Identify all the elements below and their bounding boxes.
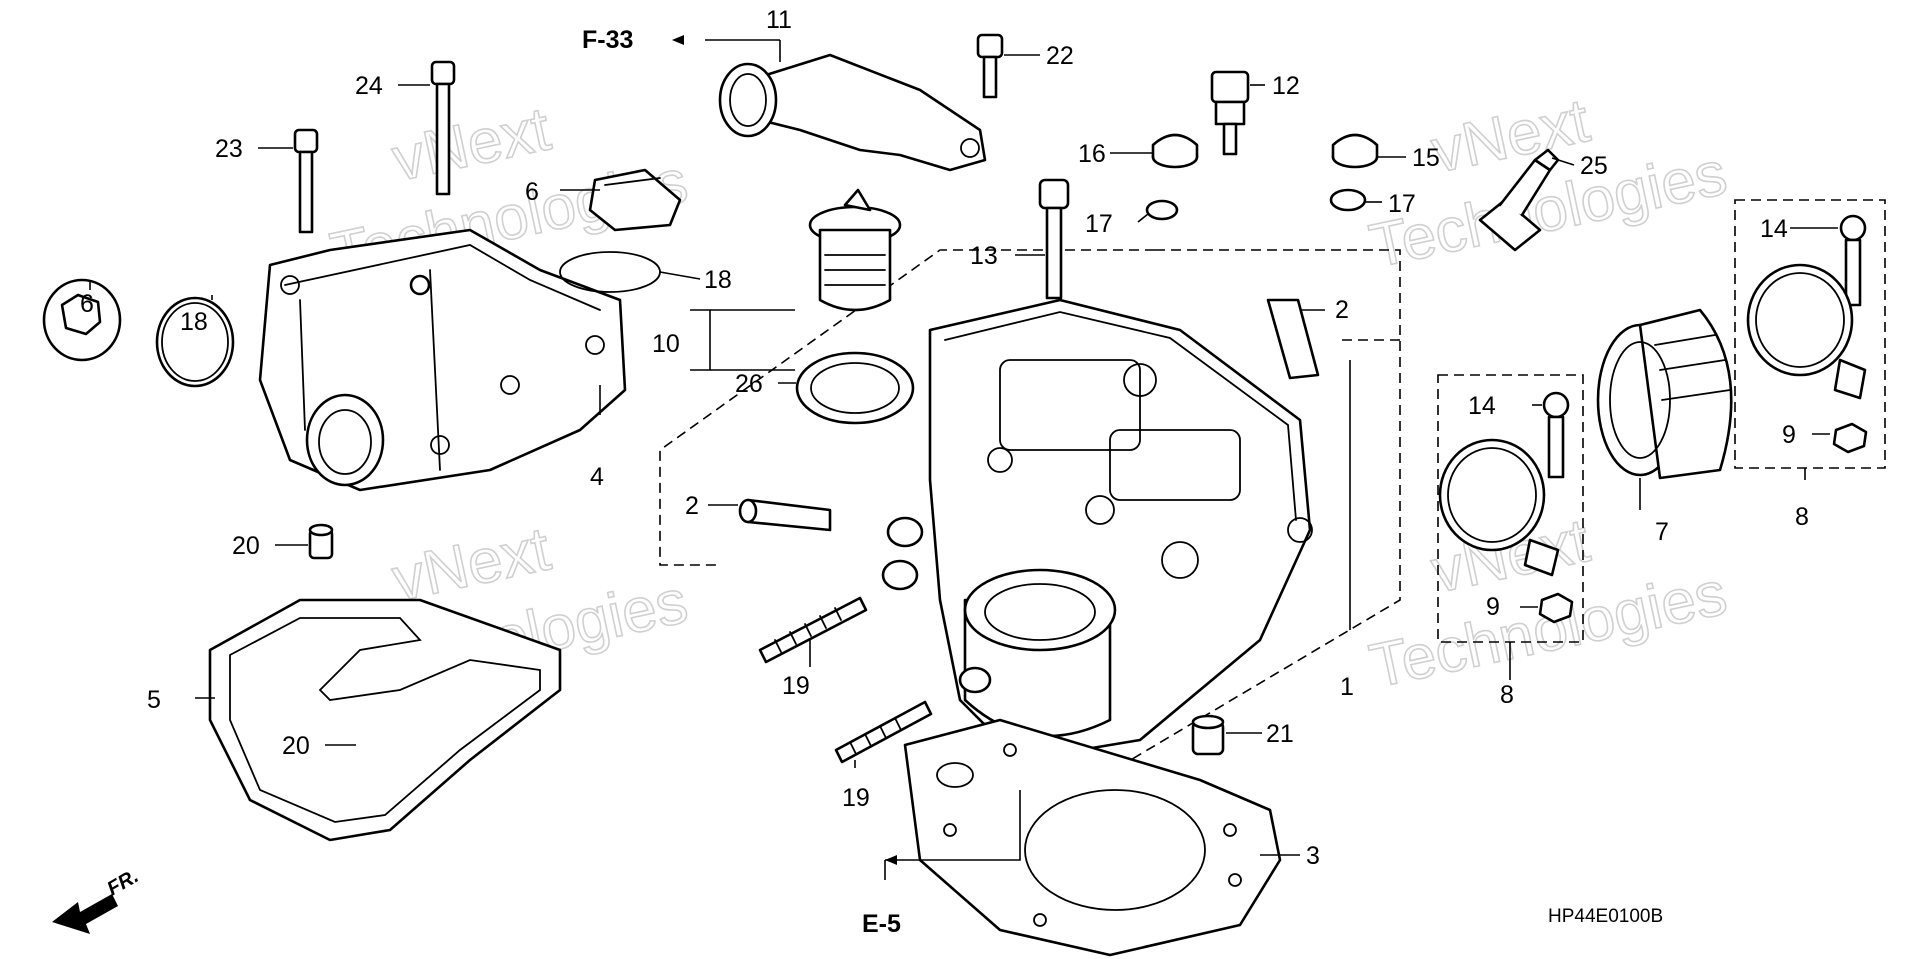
callout-4: 4 bbox=[590, 463, 604, 491]
oil-filler-cap-top bbox=[588, 168, 682, 232]
front-label: FR. bbox=[104, 865, 143, 900]
bolt-23 bbox=[293, 128, 319, 234]
callout-9-mid: 9 bbox=[1486, 593, 1500, 621]
callout-11: 11 bbox=[766, 6, 792, 34]
callout-22: 22 bbox=[1046, 42, 1074, 70]
callout-12: 12 bbox=[1272, 72, 1300, 100]
o-ring-left-inner bbox=[161, 302, 229, 382]
cylinder-head bbox=[881, 298, 1313, 779]
washer-17-right bbox=[1329, 188, 1367, 212]
dowel-20-upper bbox=[308, 523, 334, 560]
callout-20-lower: 20 bbox=[282, 732, 310, 760]
callout-3: 3 bbox=[1306, 842, 1320, 870]
head-cover-gasket bbox=[208, 598, 562, 842]
reference-e-5[interactable]: E-5 bbox=[862, 910, 901, 938]
insulator bbox=[1596, 308, 1733, 480]
callout-14-mid: 14 bbox=[1468, 392, 1496, 420]
callout-8-mid: 8 bbox=[1500, 681, 1514, 709]
callout-5: 5 bbox=[147, 686, 161, 714]
callout-17-left: 17 bbox=[1085, 210, 1113, 238]
callout-18-top: 18 bbox=[704, 266, 732, 294]
callout-21: 21 bbox=[1266, 720, 1294, 748]
washer-17-left bbox=[1145, 199, 1179, 221]
callout-1: 1 bbox=[1340, 673, 1354, 701]
callout-25: 25 bbox=[1580, 152, 1608, 180]
reference-f-33[interactable]: F-33 bbox=[582, 26, 633, 54]
diagram-code: HP44E0100B bbox=[1548, 906, 1663, 927]
coolant-temperature-sensor bbox=[1210, 70, 1250, 156]
callout-19-upper: 19 bbox=[782, 672, 810, 700]
callout-8-right: 8 bbox=[1795, 503, 1809, 531]
nut-9-mid bbox=[1538, 592, 1574, 624]
bolt-14-right bbox=[1839, 214, 1867, 307]
callout-2-left: 2 bbox=[685, 492, 699, 520]
callout-9-right: 9 bbox=[1782, 421, 1796, 449]
callout-18-left: 18 bbox=[180, 308, 208, 336]
o-ring-top bbox=[559, 251, 661, 293]
callout-13: 13 bbox=[970, 242, 998, 270]
callout-10: 10 bbox=[652, 330, 680, 358]
callout-20-upper: 20 bbox=[232, 532, 260, 560]
cylinder-head-gasket bbox=[903, 718, 1282, 957]
dowel-pin-left bbox=[738, 498, 832, 532]
bolt-22 bbox=[976, 33, 1004, 99]
oil-filler-cap-left bbox=[42, 278, 122, 362]
callout-16: 16 bbox=[1078, 140, 1106, 168]
cylinder-head-cover bbox=[258, 228, 627, 492]
thermostat-cover bbox=[718, 53, 987, 172]
stud-19-lower bbox=[834, 700, 933, 764]
callout-26: 26 bbox=[735, 370, 763, 398]
dowel-pin-upper bbox=[1266, 298, 1320, 380]
nut-9-right bbox=[1832, 422, 1868, 454]
bolt-14-mid bbox=[1542, 391, 1570, 479]
callout-19-lower: 19 bbox=[842, 784, 870, 812]
thermostat-seal-inner bbox=[810, 362, 900, 414]
callout-15: 15 bbox=[1412, 144, 1440, 172]
callout-23: 23 bbox=[215, 135, 243, 163]
stud-19-upper bbox=[758, 596, 868, 664]
callout-6-top: 6 bbox=[525, 178, 539, 206]
band-right bbox=[1746, 263, 1867, 400]
thermostat-seal bbox=[795, 351, 915, 425]
bolt-24 bbox=[430, 60, 456, 196]
band-mid bbox=[1438, 438, 1560, 577]
cap-nut-16 bbox=[1151, 133, 1199, 169]
callout-24: 24 bbox=[355, 72, 383, 100]
callout-17-right: 17 bbox=[1388, 190, 1416, 218]
o-ring-left bbox=[155, 296, 235, 388]
callout-14-right: 14 bbox=[1760, 215, 1788, 243]
dowel-21 bbox=[1191, 714, 1225, 756]
thermostat bbox=[808, 188, 902, 312]
callout-6-left: 6 bbox=[80, 290, 94, 318]
callout-7: 7 bbox=[1655, 518, 1669, 546]
leader-lines bbox=[89, 35, 1838, 880]
front-direction-arrow-icon bbox=[52, 894, 118, 934]
cap-nut-15 bbox=[1331, 133, 1379, 169]
callout-2-upper: 2 bbox=[1335, 296, 1349, 324]
bolt-13 bbox=[1038, 178, 1070, 300]
